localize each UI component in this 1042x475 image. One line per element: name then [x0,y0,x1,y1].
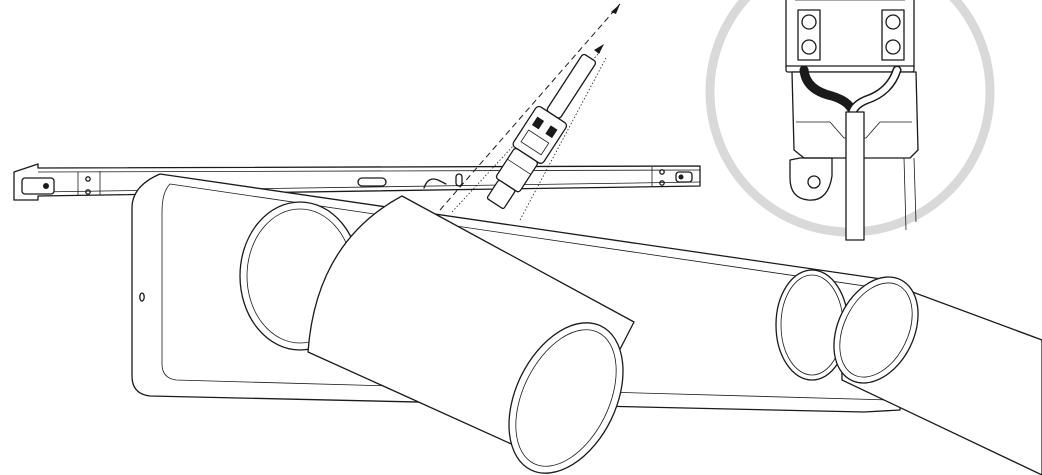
bar-end-bracket-right [651,167,693,187]
callout-wires [799,65,902,241]
bar-end-bracket-left [21,171,101,196]
base-screw-hole [139,292,145,302]
bar-slot-holes [357,173,463,189]
detail-callout [705,0,995,241]
spotlight-right [775,269,1042,475]
insert-arrow-head [611,4,620,14]
spotlight-left-opening [508,322,624,474]
callout-cable [845,111,865,241]
insert-direction-arrow-line [439,3,621,211]
callout-terminal-block [785,0,915,73]
terminal-assembly [439,3,621,221]
spotlight-left [239,195,635,474]
mounting-bar [13,163,701,201]
cable-arrow-head [594,44,604,54]
cable-sleeve [546,53,597,119]
